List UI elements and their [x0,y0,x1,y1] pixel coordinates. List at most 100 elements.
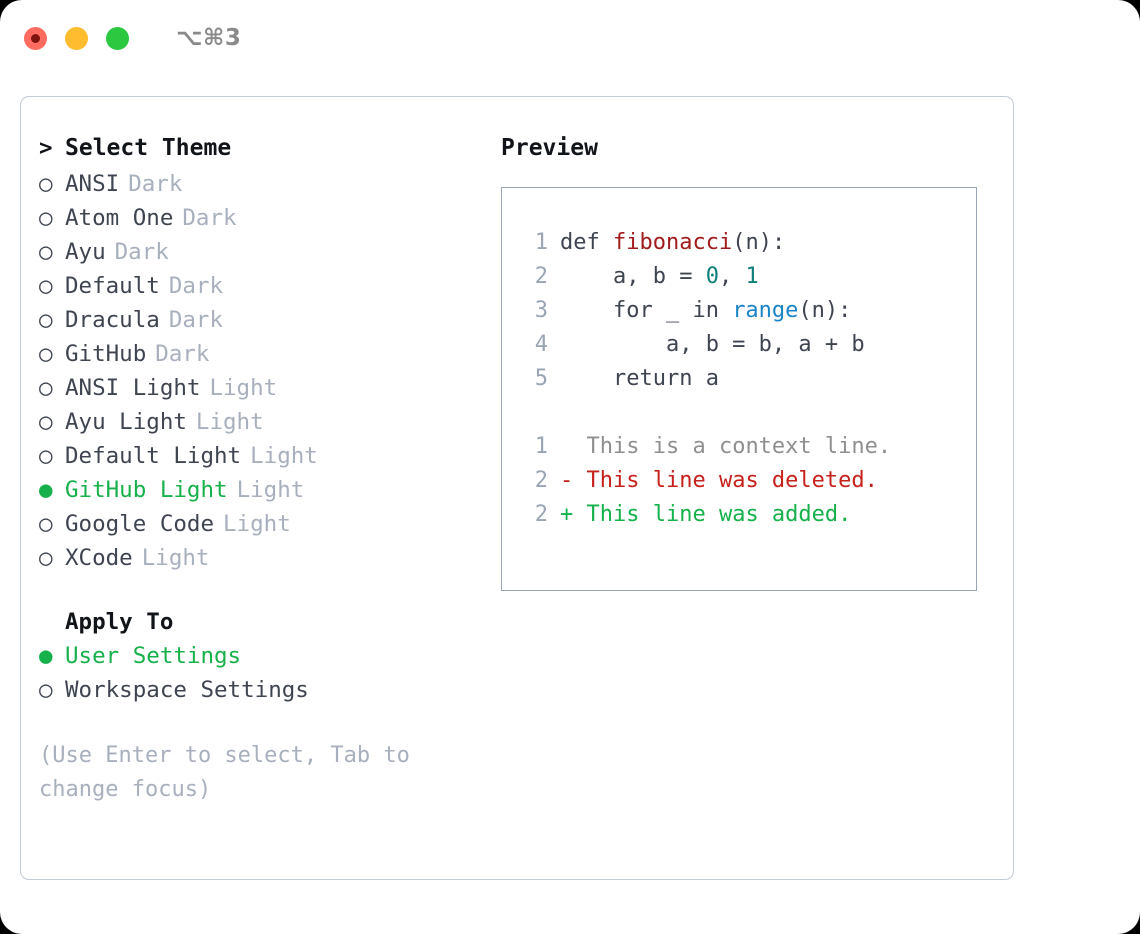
diff-sample: 1 This is a context line.2- This line wa… [520,430,976,532]
code-line-text: a, b = b, a + b [560,328,865,362]
apply-to-list: ●User Settings○ Workspace Settings [39,643,479,711]
theme-option-xcode[interactable]: ○ XCode Light [39,545,479,579]
code-line: 1 def fibonacci(n): [520,226,976,260]
diff-line-text: This line was deleted. [586,468,878,493]
theme-option-label: Dracula [65,307,160,333]
radio-unselected-icon: ○ [39,273,53,299]
theme-option-label: ANSI Light [65,375,201,401]
code-line: 5 return a [520,362,976,396]
code-token-num: 1 [745,264,759,289]
theme-option-variant: Dark [168,307,224,333]
theme-option-label: Ayu Light [65,409,187,435]
code-token-plain: a, b = b, a + b [560,332,865,357]
code-line-text: return a [560,362,719,396]
code-token-fn: fibonacci [612,230,733,255]
theme-option-label: Default [65,273,160,299]
close-button[interactable] [24,26,47,50]
theme-option-ansi-light[interactable]: ○ ANSI Light Light [39,375,479,409]
theme-option-label: GitHub [65,341,147,367]
apply-to-option-label: Workspace Settings [65,677,309,703]
apply-to-option-label: User Settings [65,643,242,669]
radio-unselected-icon: ○ [39,409,53,435]
code-line-text: a, b = 0, 1 [560,260,759,294]
theme-option-variant: Light [209,375,278,401]
spacer [39,579,479,609]
diff-marker-icon: + [560,502,587,527]
theme-option-ayu-light[interactable]: ○ Ayu Light Light [39,409,479,443]
radio-unselected-icon: ○ [39,511,53,537]
code-token-plain: return a [560,366,719,391]
maximize-button[interactable] [106,26,129,50]
code-line: 3 for _ in range(n): [520,294,976,328]
diff-line-text: This is a context line. [586,434,892,459]
theme-option-label: ANSI [65,171,120,197]
minimize-button[interactable] [65,26,88,50]
preview-title: Preview [501,135,598,161]
code-line-text: for _ in range(n): [560,294,851,328]
code-token-plain: for _ in [560,298,733,323]
code-line: 2 a, b = 0, 1 [520,260,976,294]
code-line: 4 a, b = b, a + b [520,328,976,362]
diff-line-text: This line was added. [586,502,852,527]
diff-marker-icon: - [560,468,587,493]
code-token-num: 0 [705,264,719,289]
apply-to-heading: ○ Apply To [39,609,479,643]
theme-option-label: Google Code [65,511,215,537]
prompt-caret-icon: > [39,135,53,161]
theme-option-variant: Light [141,545,210,571]
page-title: Select Theme [65,135,232,161]
code-token-plain: (n): [798,298,852,323]
radio-unselected-icon: ○ [39,341,53,367]
theme-option-label: GitHub Light [65,477,228,503]
theme-option-variant: Light [195,409,264,435]
radio-unselected-icon: ○ [39,205,53,231]
theme-option-label: Default Light [65,443,242,469]
code-line-number: 1 [534,230,548,255]
theme-option-variant: Dark [155,341,210,367]
theme-picker-header: > Select Theme [39,135,479,171]
radio-selected-icon: ● [39,477,53,503]
diff-line-del: 2- This line was deleted. [520,464,976,498]
code-token-plain: , [718,264,746,289]
code-token-plain: def [560,230,613,255]
code-line-text: def fibonacci(n): [560,226,785,260]
radio-unselected-icon: ○ [39,677,53,703]
theme-option-label: Atom One [65,205,174,231]
diff-line-number: 2 [534,468,548,493]
radio-unselected-icon: ○ [39,545,53,571]
code-token-plain: (n): [732,230,786,255]
diff-line-number: 1 [534,434,548,459]
theme-option-variant: Dark [128,171,183,197]
apply-to-option-user-settings[interactable]: ●User Settings [39,643,479,677]
apply-to-title: Apply To [65,609,174,635]
diff-line-ctx: 1 This is a context line. [520,430,976,464]
theme-option-label: XCode [65,545,133,571]
diff-line-add: 2+ This line was added. [520,498,976,532]
radio-unselected-icon: ○ [39,375,53,401]
code-token-call: range [732,298,799,323]
diff-marker-icon [560,430,587,464]
radio-unselected-icon: ○ [39,239,53,265]
radio-unselected-icon: ○ [39,443,53,469]
theme-option-variant: Dark [114,239,169,265]
traffic-lights [24,26,129,50]
apply-to-option-workspace-settings[interactable]: ○ Workspace Settings [39,677,479,711]
code-token-plain: a, b = [560,264,706,289]
code-line-number: 4 [534,332,548,357]
apply-to-bullet-placeholder: ○ [39,609,65,635]
theme-option-github[interactable]: ○ GitHub Dark [39,341,479,375]
